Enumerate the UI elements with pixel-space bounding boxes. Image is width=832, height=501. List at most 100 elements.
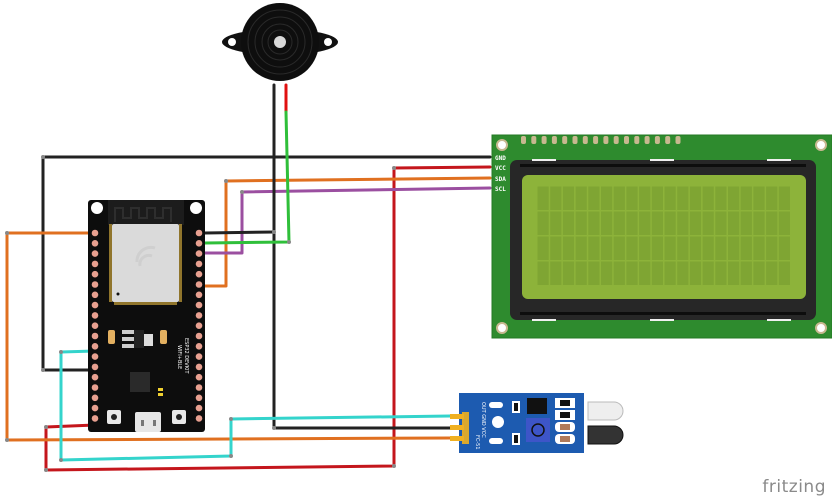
wire-bend-point <box>240 190 244 194</box>
esp32-devkit[interactable]: ESP32 DEVKIT WIFI+BLE <box>88 200 205 432</box>
esp32-pin <box>195 404 203 412</box>
lcd-header-pin <box>634 136 640 144</box>
wire-buzzer-gnd[interactable] <box>272 83 452 430</box>
lcd-cell <box>613 211 625 235</box>
ir-sensor-pin-labels: OUT GND VCC <box>480 402 486 438</box>
lcd-pin-gnd: GND <box>495 155 506 162</box>
wire-bend-point <box>44 468 48 472</box>
lcd-header-pin <box>613 136 619 144</box>
lcd-header-pin <box>675 136 681 144</box>
lcd-cell <box>715 236 727 260</box>
lcd-cell <box>664 261 676 285</box>
lcd-cell <box>740 211 752 235</box>
lcd-cell <box>689 261 702 285</box>
lcd-header-pin <box>562 136 568 144</box>
lcd-cell <box>651 261 663 285</box>
lcd-cell <box>778 211 790 235</box>
esp32-pin <box>195 363 203 371</box>
esp32-pin <box>91 332 99 340</box>
lcd-cell <box>753 261 765 285</box>
lcd-cell <box>715 211 727 235</box>
lcd-cell <box>715 261 727 285</box>
esp32-pin <box>91 281 99 288</box>
lcd-header-pin <box>531 136 537 144</box>
lcd-header-pin <box>593 136 599 144</box>
wire-lcd-vcc[interactable] <box>44 165 492 472</box>
esp32-pin <box>195 312 203 319</box>
esp32-pin <box>195 332 203 340</box>
piezo-buzzer[interactable] <box>222 3 338 81</box>
lcd-cell <box>550 211 562 235</box>
lcd-pin-vcc: VCC <box>495 165 506 172</box>
lcd-cell <box>778 236 790 260</box>
lcd-cell <box>613 186 625 210</box>
esp32-pin <box>195 384 203 391</box>
lcd-cell <box>575 211 587 235</box>
lcd-cell <box>728 186 740 210</box>
lcd-cell <box>664 186 676 210</box>
wire-esp-gnd-right[interactable] <box>203 230 276 235</box>
lcd-20x4-module[interactable]: GND VCC SDA SCL <box>491 134 832 339</box>
esp32-pin <box>195 260 203 268</box>
lcd-cell <box>740 236 752 260</box>
esp32-pin <box>91 270 99 278</box>
lcd-cell <box>588 186 600 210</box>
wire-buzzer-signal[interactable] <box>203 110 291 245</box>
lcd-cell <box>613 236 625 260</box>
lcd-cell <box>702 261 714 285</box>
lcd-cell <box>626 236 638 260</box>
lcd-header-pin <box>644 136 650 144</box>
wire-bend-point <box>392 464 396 468</box>
lcd-cell <box>550 186 562 210</box>
lcd-cell <box>601 261 613 285</box>
esp32-label: ESP32 DEVKIT <box>183 338 189 374</box>
lcd-cell <box>562 186 575 210</box>
lcd-cell <box>677 186 689 210</box>
lcd-header-pins <box>521 136 681 144</box>
lcd-cell <box>588 236 600 260</box>
lcd-cell <box>702 186 714 210</box>
lcd-cell <box>639 261 651 285</box>
esp32-pin <box>91 363 99 371</box>
lcd-cell <box>766 211 778 235</box>
lcd-pin-sda: SDA <box>495 176 506 183</box>
esp32-pin <box>195 281 203 288</box>
lcd-cell <box>766 236 778 260</box>
lcd-cell <box>728 236 740 260</box>
lcd-cell <box>601 186 613 210</box>
lcd-cell <box>601 236 613 260</box>
esp32-pin <box>91 343 99 350</box>
lcd-cell <box>651 236 663 260</box>
lcd-cell <box>537 211 549 235</box>
wire-bend-point <box>224 179 228 183</box>
esp32-pin <box>91 404 99 412</box>
ir-obstacle-sensor[interactable]: OUT GND VCC FC-51 <box>450 393 624 453</box>
lcd-cell <box>575 261 587 285</box>
fritzing-watermark: fritzing <box>762 477 826 497</box>
lcd-header-pin <box>541 136 547 144</box>
esp32-sublabel: WIFI+BLE <box>176 345 182 369</box>
lcd-cell <box>626 261 638 285</box>
esp32-pin <box>195 291 203 299</box>
esp32-pin <box>195 250 203 257</box>
lcd-header-pin <box>551 136 557 144</box>
lcd-cell <box>651 211 663 235</box>
lcd-cell <box>689 236 702 260</box>
wire-bend-point <box>41 368 45 372</box>
esp32-pin <box>195 229 203 237</box>
esp32-pin <box>195 373 203 381</box>
wire-ir-out[interactable] <box>59 349 452 462</box>
wire-lcd-gnd[interactable] <box>41 155 492 372</box>
lcd-cell <box>613 261 625 285</box>
esp32-pin <box>91 384 99 391</box>
wire-bend-point <box>229 454 233 458</box>
lcd-cell <box>588 211 600 235</box>
lcd-cell <box>740 261 752 285</box>
connection-points <box>5 155 396 472</box>
wire-lcd-scl[interactable] <box>203 186 492 255</box>
lcd-cell <box>702 211 714 235</box>
wire-ir-vcc[interactable] <box>5 231 452 442</box>
esp32-pin <box>91 260 99 268</box>
wires <box>5 83 492 472</box>
